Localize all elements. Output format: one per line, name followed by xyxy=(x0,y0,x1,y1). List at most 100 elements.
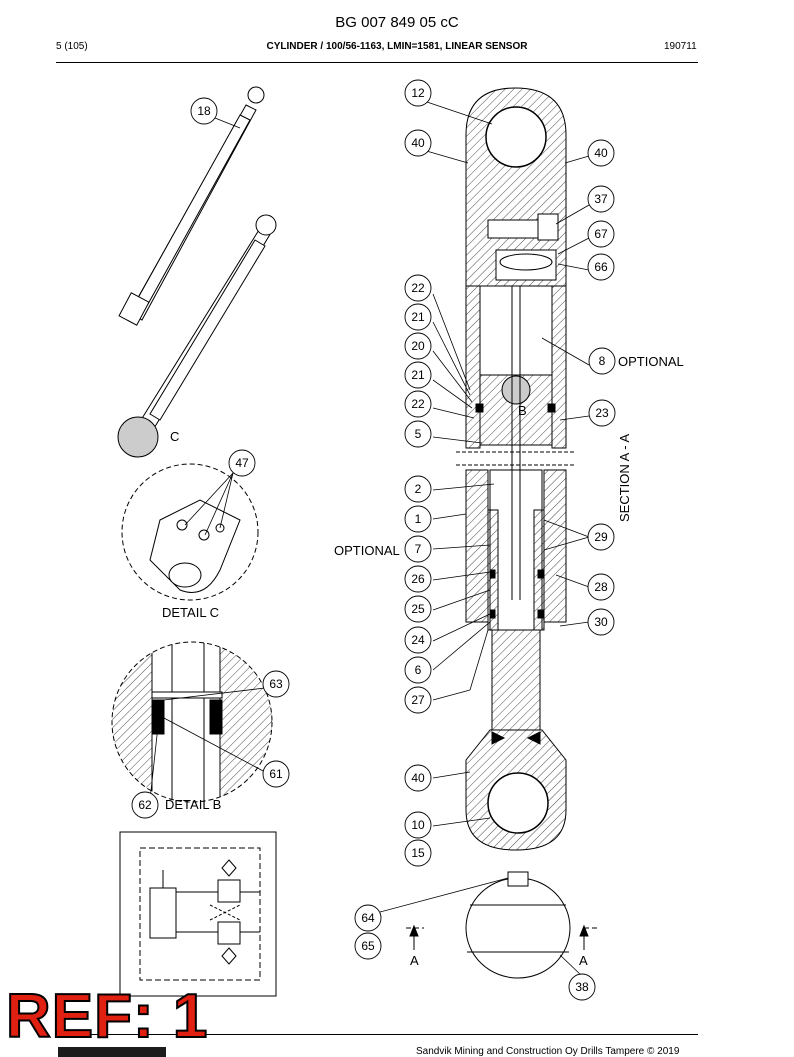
svg-text:26: 26 xyxy=(411,572,425,586)
svg-text:67: 67 xyxy=(594,227,608,241)
callout-23: 23 xyxy=(588,399,616,427)
callout-25: 25 xyxy=(404,595,432,623)
svg-text:22: 22 xyxy=(411,281,425,295)
svg-text:40: 40 xyxy=(594,146,608,160)
footer-rule xyxy=(56,1034,698,1035)
svg-text:65: 65 xyxy=(361,939,375,953)
callout-40: 40 xyxy=(587,139,615,167)
callout-61: 61 xyxy=(262,760,290,788)
svg-text:27: 27 xyxy=(411,693,425,707)
callout-64: 64 xyxy=(354,904,382,932)
callout-8: 8 xyxy=(588,347,616,375)
callout-47: 47 xyxy=(228,449,256,477)
svg-text:24: 24 xyxy=(411,633,425,647)
callout-63: 63 xyxy=(262,670,290,698)
hydraulic-schematic xyxy=(119,831,277,997)
svg-text:8: 8 xyxy=(599,354,606,368)
svg-text:7: 7 xyxy=(415,542,422,556)
svg-text:5: 5 xyxy=(415,427,422,441)
callout-37: 37 xyxy=(587,185,615,213)
page-number: 5 (105) xyxy=(56,41,88,52)
callout-21: 21 xyxy=(404,361,432,389)
document-date: 190711 xyxy=(664,41,697,52)
callout-40: 40 xyxy=(404,129,432,157)
section-a-left: A xyxy=(410,953,419,968)
labels: OPTIONAL OPTIONAL SECTION A - A C DETAIL… xyxy=(162,354,684,968)
svg-text:15: 15 xyxy=(411,846,425,860)
callout-62: 62 xyxy=(131,791,159,819)
callout-38: 38 xyxy=(568,973,596,1001)
svg-text:25: 25 xyxy=(411,602,425,616)
callout-18: 18 xyxy=(190,97,218,125)
ref-badge: REF: 1 xyxy=(5,982,209,1051)
svg-text:37: 37 xyxy=(594,192,608,206)
header-rule xyxy=(56,62,698,63)
callout-15: 15 xyxy=(404,839,432,867)
svg-text:38: 38 xyxy=(575,980,589,994)
svg-text:30: 30 xyxy=(594,615,608,629)
svg-text:61: 61 xyxy=(269,767,283,781)
svg-text:29: 29 xyxy=(594,530,608,544)
detail-c-marker: C xyxy=(170,429,179,444)
callout-29: 29 xyxy=(587,523,615,551)
svg-text:63: 63 xyxy=(269,677,283,691)
svg-text:1: 1 xyxy=(415,512,422,526)
svg-text:62: 62 xyxy=(138,798,152,812)
callout-22: 22 xyxy=(404,274,432,302)
svg-text:20: 20 xyxy=(411,339,425,353)
callout-5: 5 xyxy=(404,420,432,448)
sandvik-logo xyxy=(58,1047,166,1057)
callout-1: 1 xyxy=(404,505,432,533)
callout-7: 7 xyxy=(404,535,432,563)
callout-12: 12 xyxy=(404,79,432,107)
svg-text:40: 40 xyxy=(411,136,425,150)
callout-66: 66 xyxy=(587,253,615,281)
callout-22: 22 xyxy=(404,390,432,418)
svg-text:21: 21 xyxy=(411,310,425,324)
section-label: SECTION A - A xyxy=(617,434,632,522)
callout-2: 2 xyxy=(404,475,432,503)
svg-text:12: 12 xyxy=(411,86,425,100)
svg-text:6: 6 xyxy=(415,663,422,677)
optional-label: OPTIONAL xyxy=(618,354,684,369)
svg-text:47: 47 xyxy=(235,456,249,470)
leader-lines xyxy=(149,100,590,977)
callout-65: 65 xyxy=(354,932,382,960)
cylinder-section xyxy=(456,87,576,851)
section-a-right: A xyxy=(579,953,588,968)
detail-c-label: DETAIL C xyxy=(162,605,219,620)
detail-b-marker: B xyxy=(518,403,527,418)
callout-30: 30 xyxy=(587,608,615,636)
callout-6: 6 xyxy=(404,656,432,684)
callout-67: 67 xyxy=(587,220,615,248)
detail-b-view xyxy=(111,641,273,803)
document-number: BG 007 849 05 cC xyxy=(335,14,459,31)
svg-text:23: 23 xyxy=(595,406,609,420)
svg-text:28: 28 xyxy=(594,580,608,594)
callout-40: 40 xyxy=(404,764,432,792)
end-view xyxy=(406,871,600,979)
svg-text:2: 2 xyxy=(415,482,422,496)
isometric-cylinders xyxy=(117,86,277,458)
callout-27: 27 xyxy=(404,686,432,714)
callout-26: 26 xyxy=(404,565,432,593)
callout-24: 24 xyxy=(404,626,432,654)
svg-text:64: 64 xyxy=(361,911,375,925)
svg-text:18: 18 xyxy=(197,104,211,118)
drawing-title: CYLINDER / 100/56-1163, LMIN=1581, LINEA… xyxy=(266,41,528,52)
optional-label: OPTIONAL xyxy=(334,543,400,558)
svg-text:10: 10 xyxy=(411,818,425,832)
callout-28: 28 xyxy=(587,573,615,601)
svg-text:40: 40 xyxy=(411,771,425,785)
callout-10: 10 xyxy=(404,811,432,839)
callout-21: 21 xyxy=(404,303,432,331)
footer-copyright: Sandvik Mining and Construction Oy Drill… xyxy=(416,1046,680,1057)
detail-c-view xyxy=(121,463,259,601)
svg-text:21: 21 xyxy=(411,368,425,382)
callout-20: 20 xyxy=(404,332,432,360)
detail-b-label: DETAIL B xyxy=(165,797,221,812)
svg-text:22: 22 xyxy=(411,397,425,411)
callouts: 18 12 40 40 37 67 66 22 21 20 21 22 5 8 … xyxy=(131,79,616,1001)
svg-text:66: 66 xyxy=(594,260,608,274)
